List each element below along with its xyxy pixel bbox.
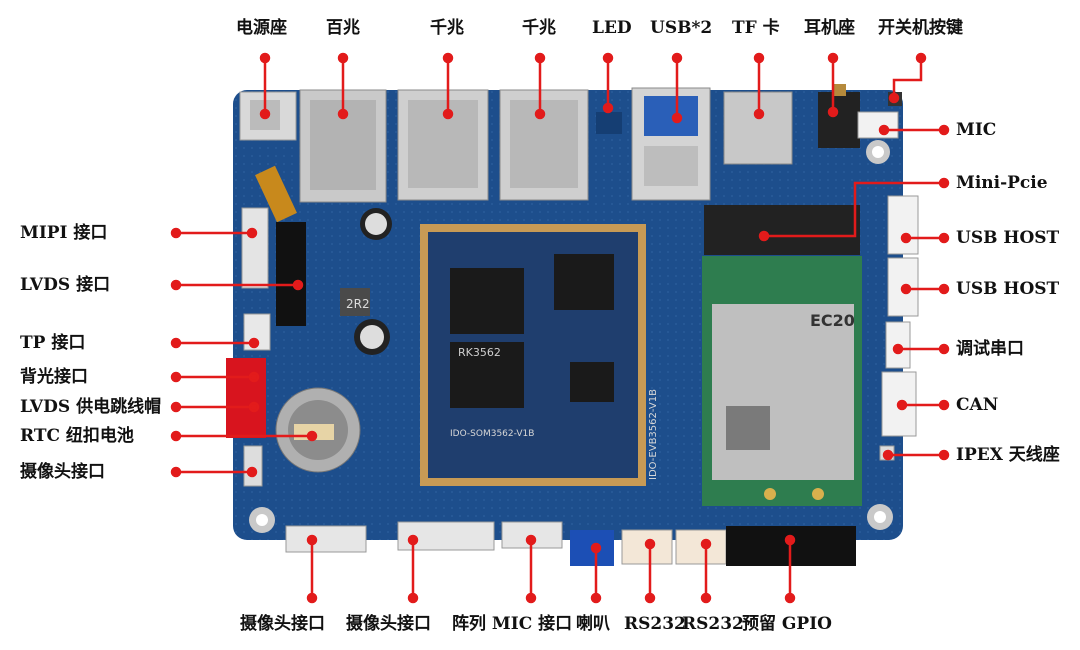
label-mic: MIC: [956, 120, 997, 140]
label-array-mic: 阵列 MIC 接口: [452, 614, 573, 634]
backlight-connector: [226, 358, 266, 438]
label-rs232-1: RS232: [624, 614, 686, 634]
label-backlight: 背光接口: [20, 367, 88, 387]
label-can: CAN: [956, 395, 999, 415]
inductor-label: 2R2: [346, 297, 370, 311]
label-100m-ethernet: 百兆: [326, 18, 360, 38]
headphone-jack: [818, 92, 860, 148]
label-usb: USB*2: [650, 18, 713, 38]
label-tp: TP 接口: [20, 333, 86, 353]
label-gpio: 预留 GPIO: [742, 614, 832, 634]
module-label: EC20: [810, 311, 855, 330]
label-headphone: 耳机座: [804, 18, 855, 38]
ec20-module: EC20: [702, 256, 862, 506]
label-usb-host-2: USB HOST: [956, 279, 1060, 299]
som-label: IDO-SOM3562-V1B: [450, 429, 534, 439]
mini-pcie-slot: [704, 205, 860, 255]
callout-lines: [170, 52, 950, 604]
label-led: LED: [592, 18, 632, 38]
label-mipi: MIPI 接口: [20, 223, 108, 243]
label-usb-host-1: USB HOST: [956, 228, 1060, 248]
label-gigabit-ethernet-1: 千兆: [430, 18, 464, 38]
ethernet-ports: [299, 89, 589, 203]
label-tf-card: TF 卡: [732, 18, 780, 38]
label-rtc-battery: RTC 纽扣电池: [20, 426, 134, 446]
mipi-connector: [241, 207, 269, 289]
label-debug-uart: 调试串口: [956, 339, 1024, 359]
label-speaker: 喇叭: [576, 614, 610, 634]
som-core-board: RK3562 IDO-SOM3562-V1B: [420, 224, 646, 486]
label-lvds: LVDS 接口: [20, 275, 111, 295]
label-gigabit-ethernet-2: 千兆: [522, 18, 556, 38]
label-ipex: IPEX 天线座: [956, 445, 1060, 465]
chip-label: RK3562: [458, 346, 501, 359]
label-power-jack: 电源座: [236, 18, 287, 38]
label-camera-bottom-1: 摄像头接口: [240, 614, 325, 634]
label-rs232-2: RS232: [682, 614, 744, 634]
evb-label: IDO-EVB3562-V1B: [648, 389, 659, 480]
label-mini-pcie: Mini-Pcie: [956, 173, 1048, 193]
label-power-button: 开关机按键: [878, 18, 963, 38]
label-camera-left: 摄像头接口: [20, 462, 105, 482]
pin-header: [276, 222, 306, 326]
label-lvds-jumper: LVDS 供电跳线帽: [20, 397, 162, 417]
label-camera-bottom-2: 摄像头接口: [346, 614, 431, 634]
